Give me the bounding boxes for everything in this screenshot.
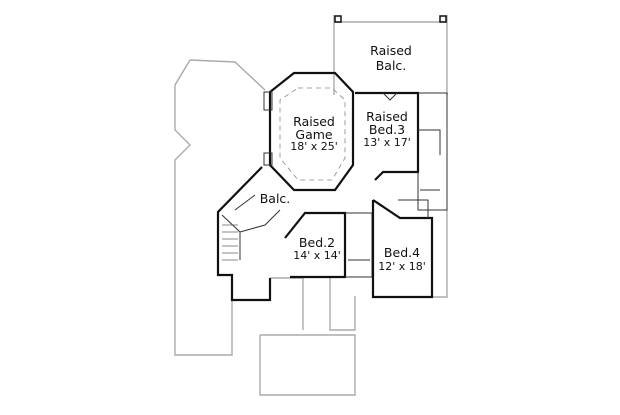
room-label: Game bbox=[295, 127, 333, 142]
stairs-balcony: Balc. bbox=[216, 166, 291, 302]
bed-2: Bed.2 14' x 14' bbox=[284, 211, 373, 279]
bed-4: Bed.4 12' x 18' bbox=[371, 199, 434, 299]
post-icon bbox=[439, 15, 447, 23]
post-icon bbox=[334, 15, 342, 23]
room-size: 18' x 25' bbox=[290, 140, 338, 153]
room-label: Raised bbox=[293, 114, 335, 129]
room-size: 12' x 18' bbox=[378, 260, 426, 273]
raised-game-room: Raised Game 18' x 25' bbox=[263, 71, 355, 192]
room-label: Bed.2 bbox=[299, 235, 335, 250]
room-size: 13' x 17' bbox=[363, 136, 411, 149]
room-label: Raised bbox=[366, 109, 408, 124]
raised-balcony: Raised Balc. bbox=[334, 15, 447, 73]
room-size: 14' x 14' bbox=[293, 249, 341, 262]
room-label: Raised bbox=[370, 43, 412, 58]
room-label: Balc. bbox=[260, 191, 291, 206]
room-label: Bed.4 bbox=[384, 245, 420, 260]
room-label: Bed.3 bbox=[369, 122, 405, 137]
room-label: Balc. bbox=[376, 58, 407, 73]
raised-bed-3: Raised Bed.3 13' x 17' bbox=[355, 91, 448, 211]
